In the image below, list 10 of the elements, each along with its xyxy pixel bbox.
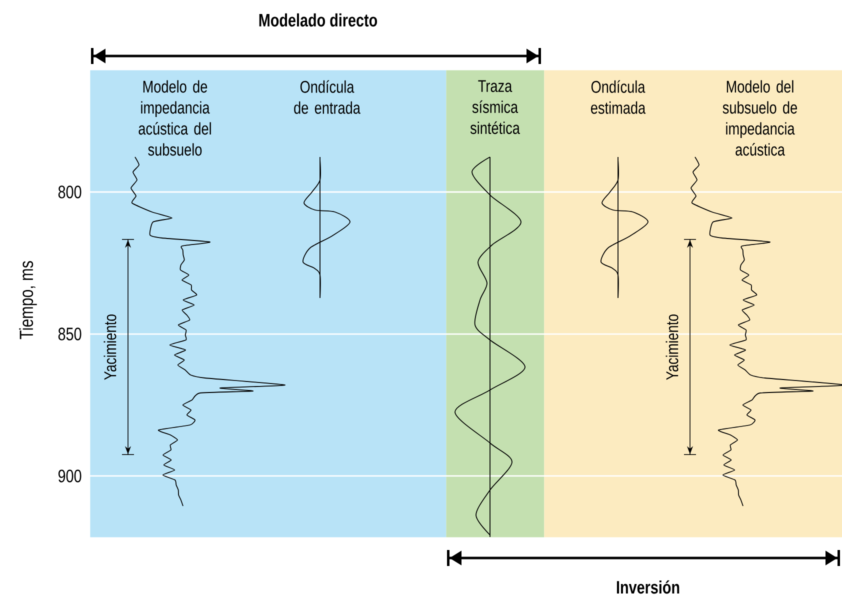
dimension-label: Yacimiento [666,314,678,380]
panel-heading: Modelo de impedancia acústica del subsuelo [138,80,211,156]
axis-title: Tiempo, ms [19,261,37,340]
panel-heading: Ondícula de entrada [294,80,360,114]
section-title: Inversión [616,580,680,594]
dimension-label: Yacimiento [104,314,116,380]
panel-heading: Modelo del subsuelo de impedancia acústica [722,80,797,156]
panel-heading: Traza sísmica sintética [470,80,520,134]
section-title: Modelado directo [259,13,378,27]
panel-heading: Ondícula estimada [591,80,646,114]
